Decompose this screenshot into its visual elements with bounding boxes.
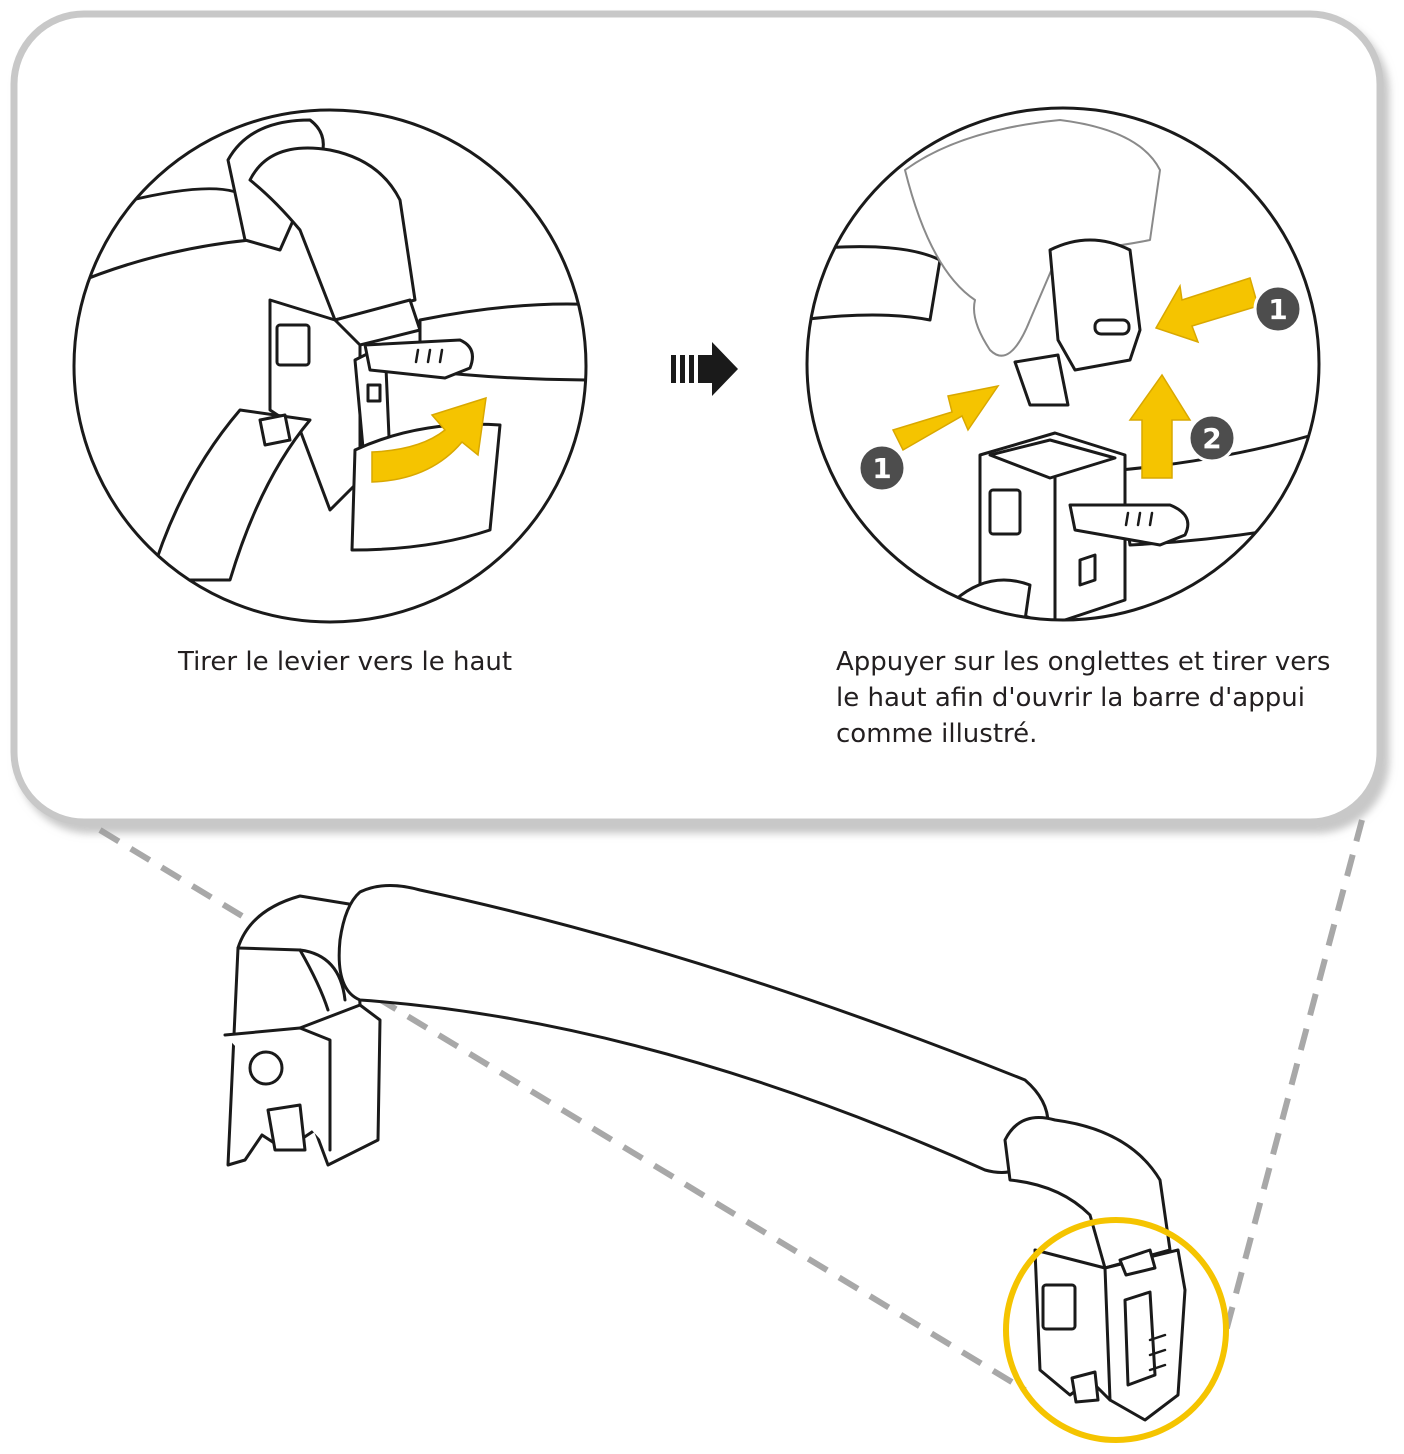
- lift-arrow-icon: [1128, 373, 1192, 479]
- curved-arrow-icon: [371, 396, 487, 483]
- callout-badge-1-right: 1: [1253, 284, 1303, 334]
- push-arrow-icon: [1154, 277, 1259, 344]
- callout-number: 1: [872, 452, 891, 485]
- step-right-caption: Appuyer sur les onglettes et tirer vers …: [836, 647, 1331, 749]
- next-step-arrow-icon: [671, 342, 738, 396]
- push-arrow-icon: [891, 384, 1000, 452]
- step-left-illustration: [72, 108, 588, 624]
- zoom-guide-right: [1222, 819, 1365, 1336]
- callout-number: 1: [1268, 293, 1287, 326]
- callout-badge-1-left: 1: [857, 443, 907, 493]
- handlebar-illustration: [223, 884, 1187, 1422]
- detail-highlight-circle: [1003, 1217, 1229, 1443]
- callout-number: 2: [1202, 422, 1221, 455]
- step-left-caption: Tirer le levier vers le haut: [178, 647, 513, 677]
- step-right-illustration: 1 1 2: [805, 106, 1321, 622]
- callout-badge-2: 2: [1187, 413, 1237, 463]
